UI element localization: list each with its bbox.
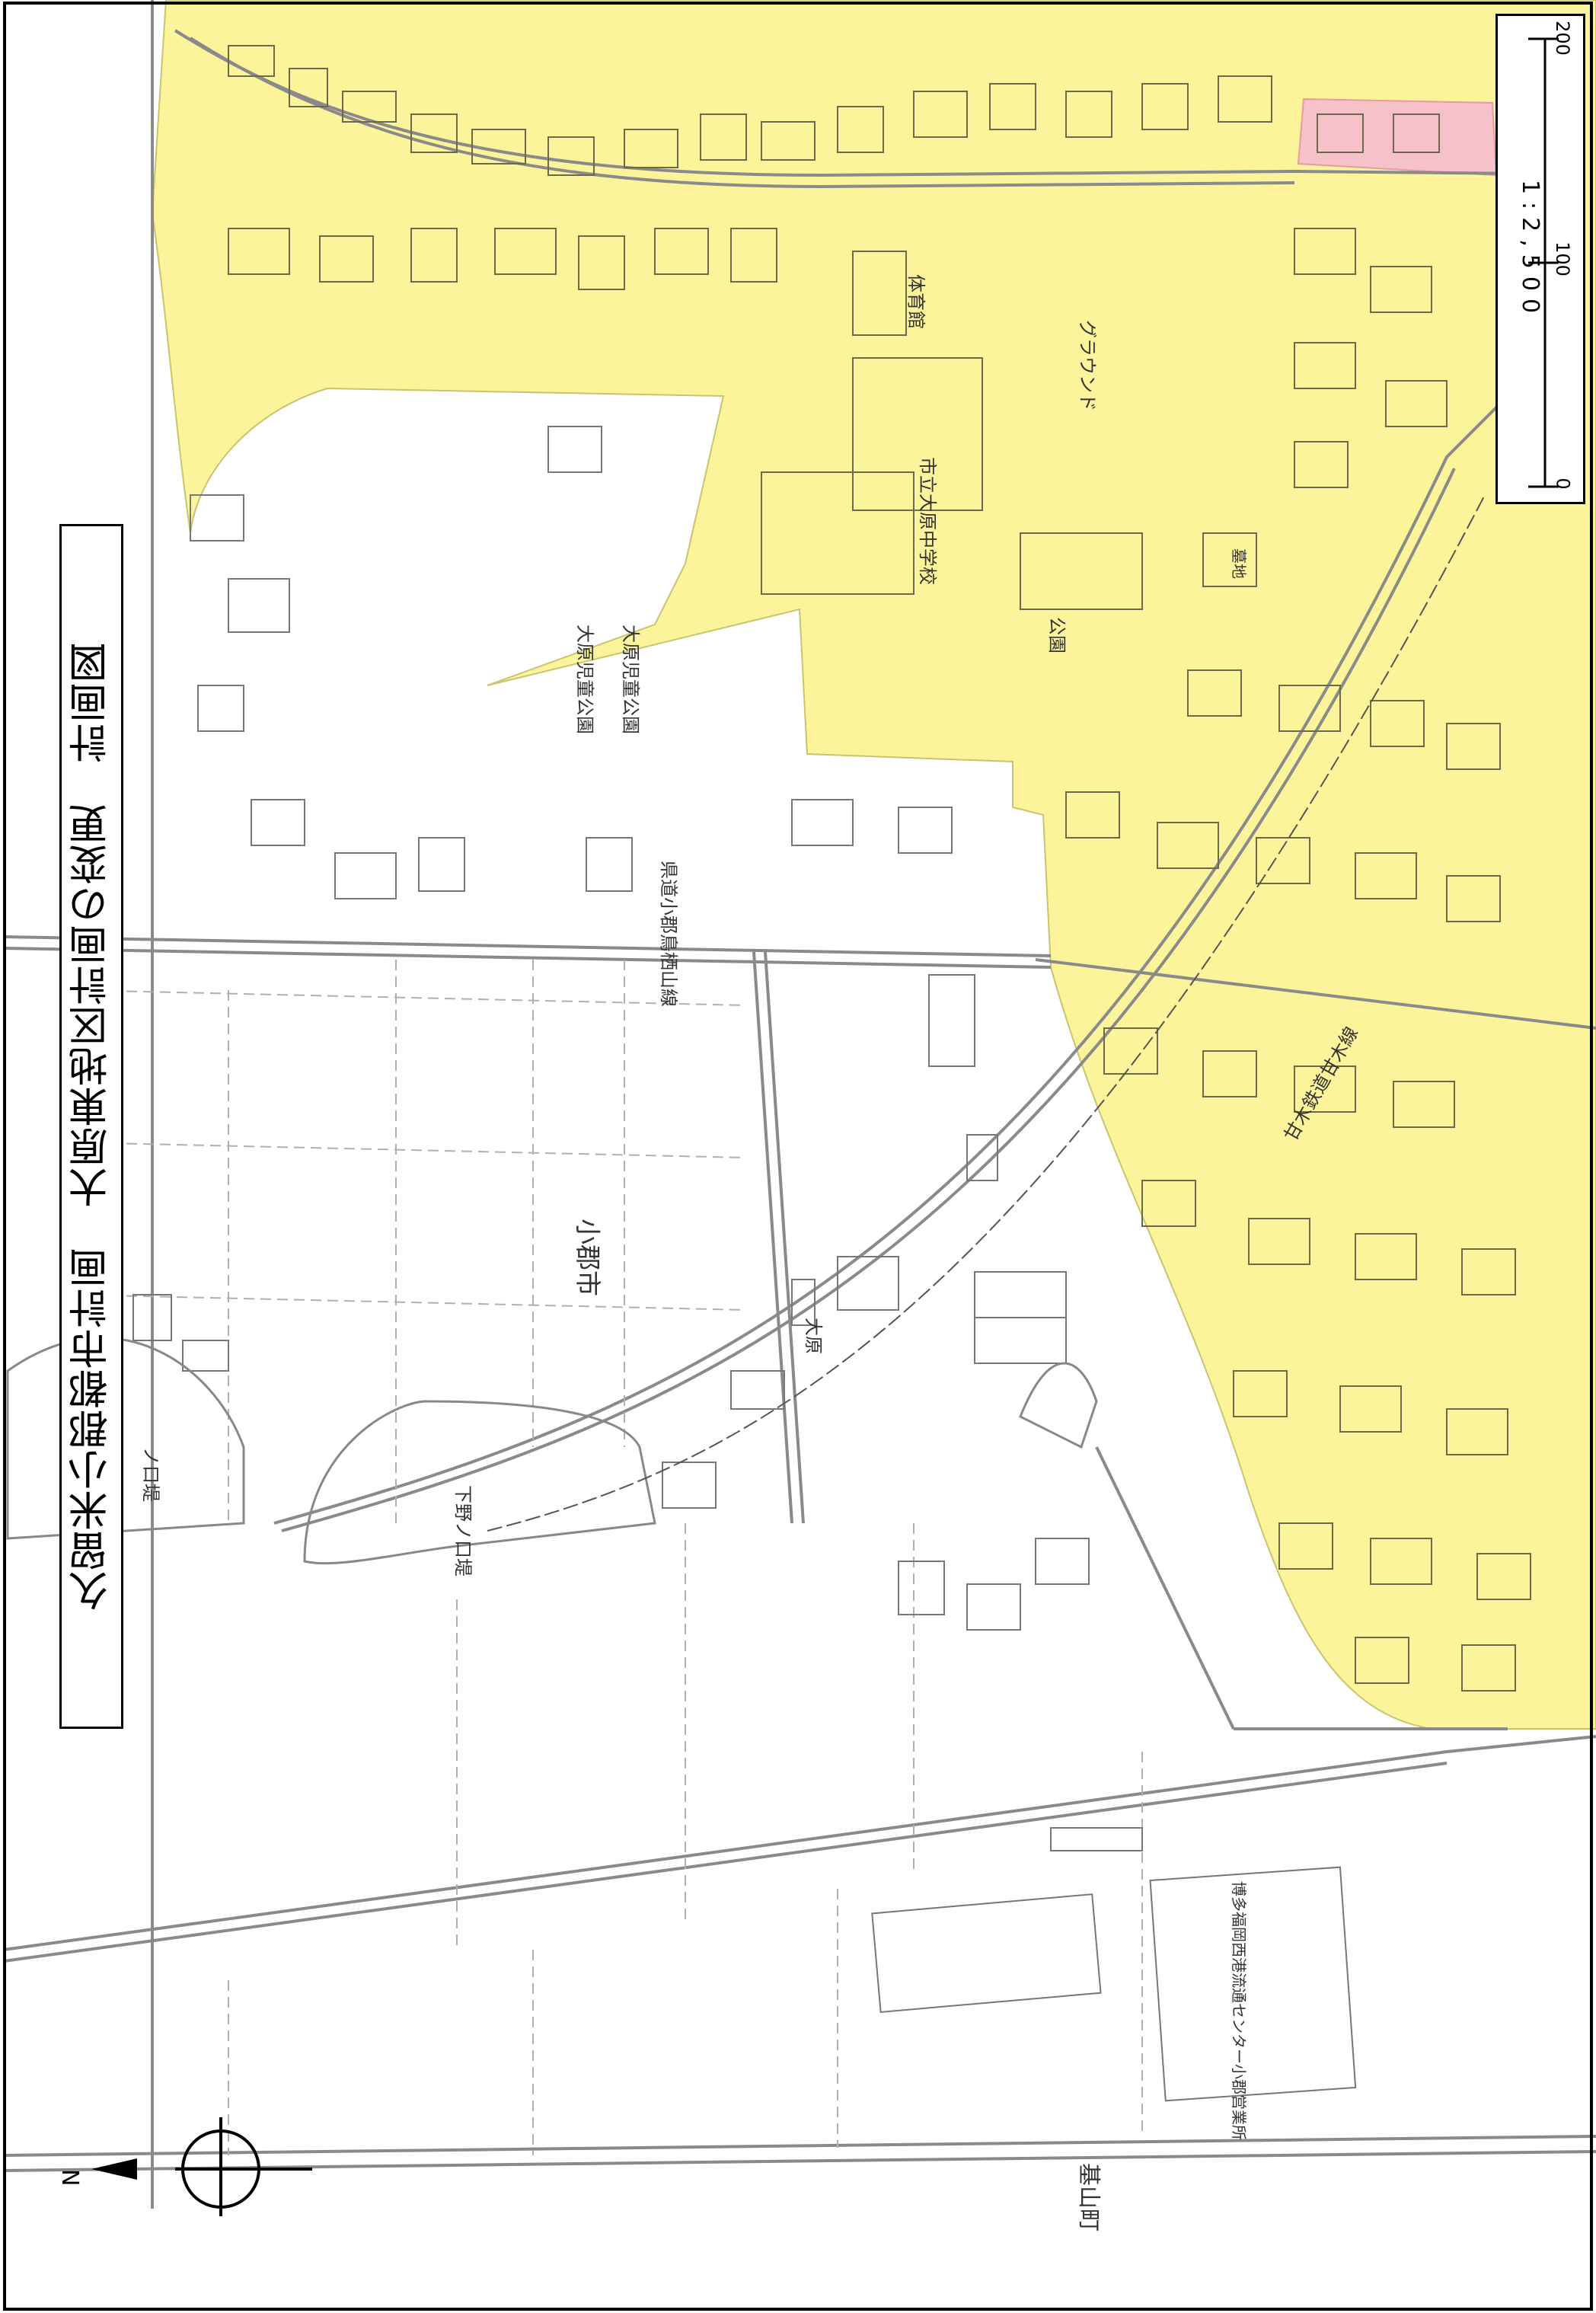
label-area-ohara: 大原 xyxy=(803,1318,824,1354)
label-park1: 大原児童公園 xyxy=(574,625,595,734)
label-pond2: ノ口堤 xyxy=(140,1447,161,1502)
map-frame xyxy=(3,2,1593,2311)
district-area xyxy=(151,0,1596,1730)
north-arrow: N xyxy=(56,2117,312,2216)
scale-ratio: 1:2,500 xyxy=(1517,179,1544,321)
page-title: 久留米小郡都市計画 大原東地区計画の変更 計画図 xyxy=(69,642,115,1611)
label-cemetery: 墓地 xyxy=(1230,548,1248,579)
highlight-area xyxy=(1297,97,1498,177)
road-network xyxy=(3,0,1596,2209)
label-center: 博多福岡西港流通センター小郡営業所 xyxy=(1230,1881,1248,2140)
label-pond1: 下野ノ口堤 xyxy=(452,1485,474,1577)
label-town: 基山町 xyxy=(1075,2163,1102,2232)
label-park2: 大原児童公園 xyxy=(620,625,641,734)
buildings-outside xyxy=(132,426,1357,2102)
label-road1: 県道小郡鳥栖山線 xyxy=(658,861,679,1007)
north-label: N xyxy=(56,2169,83,2186)
title-box: 久留米小郡都市計画 大原東地区計画の変更 計画図 xyxy=(59,524,123,1729)
label-city: 小郡市 xyxy=(572,1219,602,1296)
scale-bar: 1:2,500 0 100 200 xyxy=(1495,14,1585,504)
ponds xyxy=(6,1337,1098,1565)
label-school: 市立大原中学校 xyxy=(917,457,938,585)
scale-tick-200: 200 xyxy=(1551,21,1573,56)
scale-tick-0: 0 xyxy=(1552,478,1574,490)
label-gym: 体育館 xyxy=(905,274,927,329)
scale-tick-100: 100 xyxy=(1551,241,1573,276)
parcel-lines xyxy=(75,960,1143,2155)
label-ground: グラウンド xyxy=(1077,320,1098,411)
railway xyxy=(487,494,1486,1532)
label-park3: 公園 xyxy=(1046,617,1068,653)
buildings xyxy=(228,45,1531,1692)
